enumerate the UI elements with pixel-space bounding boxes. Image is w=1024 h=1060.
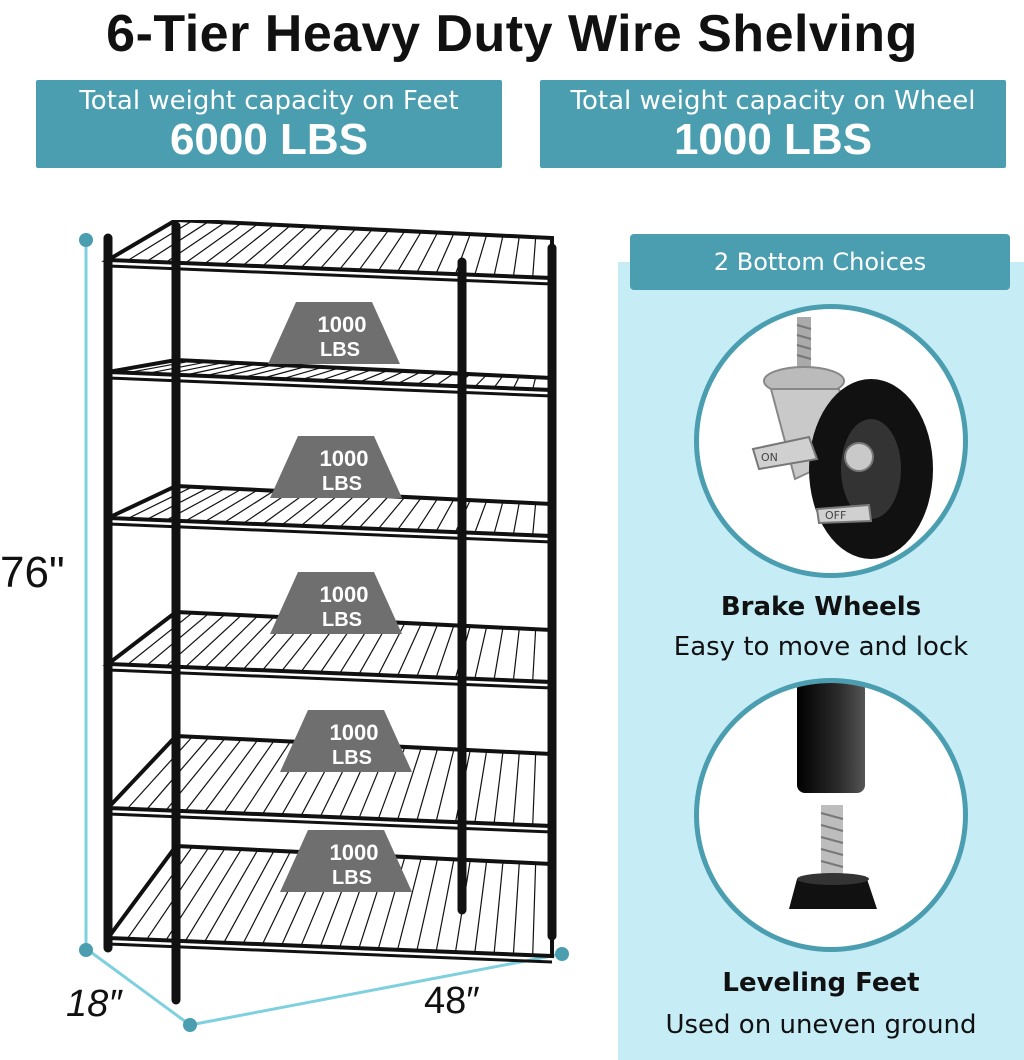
width-dimension-label: 48″ <box>424 980 480 1022</box>
shelf-tier <box>107 483 554 544</box>
page-title: 6-Tier Heavy Duty Wire Shelving <box>106 5 918 63</box>
dimension-dot <box>183 1018 197 1032</box>
weight-unit-text: LBS <box>322 473 362 495</box>
capacity-wheel-label: Total weight capacity on Wheel <box>570 86 976 116</box>
weight-value-text: 1000 <box>330 720 379 745</box>
depth-dimension-label: 18″ <box>66 983 122 1025</box>
weight-value-text: 1000 <box>320 446 369 471</box>
dimension-dot <box>79 943 93 957</box>
weight-unit-text: LBS <box>332 747 372 769</box>
dimension-dot <box>79 233 93 247</box>
height-dimension-label: 76" <box>0 548 65 597</box>
shelf-tier <box>104 843 554 964</box>
brake-wheels-title: Brake Wheels <box>720 592 922 622</box>
leveling-foot-icon <box>789 683 877 909</box>
weight-unit-text: LBS <box>322 609 362 631</box>
brake-off-text: OFF <box>825 509 846 522</box>
leveling-feet-image <box>694 678 968 952</box>
leveling-feet-subtitle: Used on uneven ground <box>665 1010 977 1040</box>
bottom-choices-heading: 2 Bottom Choices <box>630 234 1010 290</box>
dimension-dot <box>555 947 569 961</box>
caster-wheel-icon: ON OFF <box>751 317 933 559</box>
leveling-feet-title: Leveling Feet <box>722 968 920 998</box>
shelf-tier <box>102 609 554 690</box>
brake-on-text: ON <box>761 451 778 464</box>
weight-value-text: 1000 <box>320 582 369 607</box>
dimension-lines <box>84 240 563 1027</box>
shelf-tier <box>107 357 554 398</box>
weight-value-text: 1000 <box>330 840 379 865</box>
shelf-tier <box>101 220 554 286</box>
capacity-wheel-banner: Total weight capacity on Wheel 1000 LBS <box>540 80 1006 168</box>
weight-unit-text: LBS <box>332 867 372 889</box>
capacity-wheel-value: 1000 LBS <box>673 115 873 164</box>
capacity-feet-banner: Total weight capacity on Feet 6000 LBS <box>36 80 502 168</box>
weight-value-text: 1000 <box>318 312 367 337</box>
capacity-feet-label: Total weight capacity on Feet <box>79 86 459 116</box>
weight-unit-text: LBS <box>320 339 360 361</box>
brake-wheels-subtitle: Easy to move and lock <box>673 632 969 662</box>
capacity-feet-value: 6000 LBS <box>169 115 369 164</box>
brake-wheel-image: ON OFF <box>694 304 968 578</box>
